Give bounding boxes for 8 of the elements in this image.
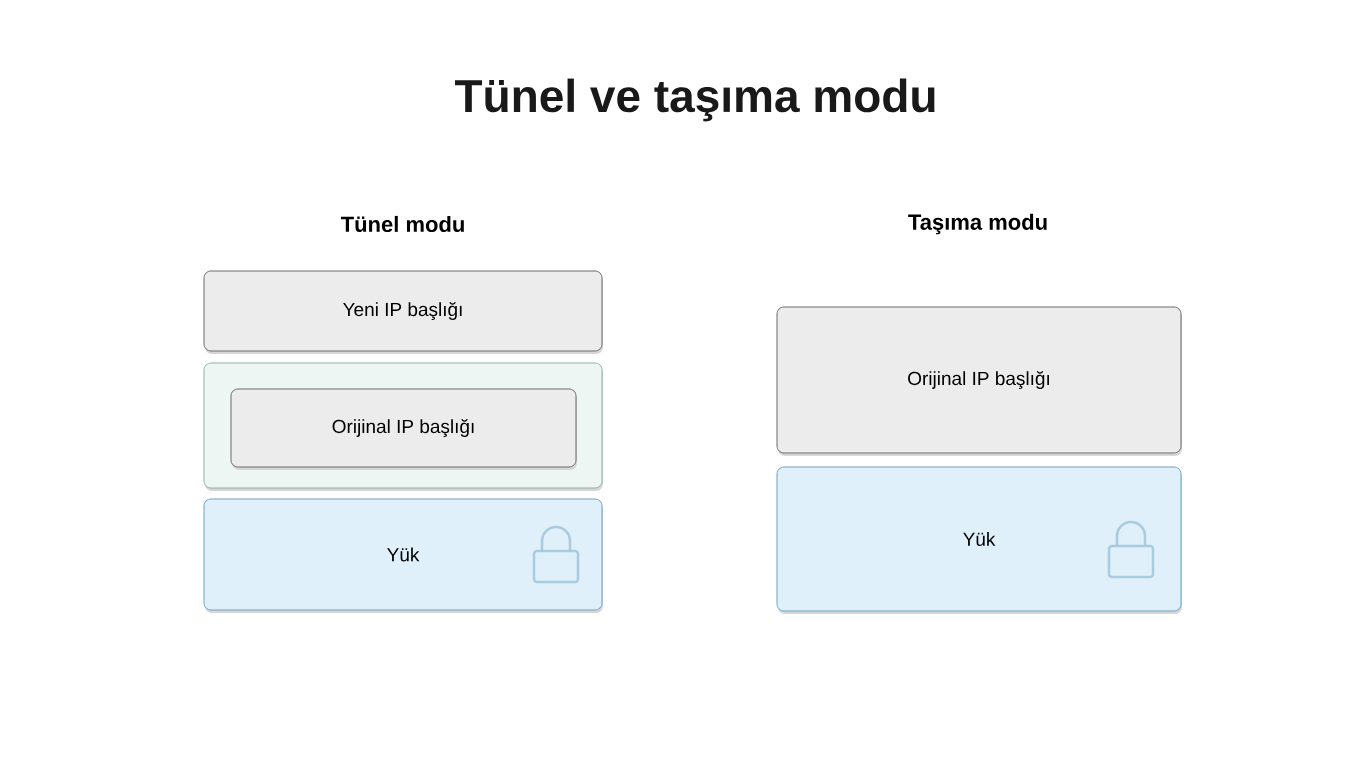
column-heading: Tünel modu xyxy=(340,215,464,233)
field-box: Orijinal IP başlığı xyxy=(776,306,1182,456)
field-box: Yeni IP başlığı xyxy=(203,270,603,354)
field-box: Orijinal IP başlığı xyxy=(230,388,577,470)
field-box: Yük xyxy=(776,466,1182,614)
title: Tünel ve taşıma modu xyxy=(454,78,935,122)
column-heading: Taşıma modu xyxy=(908,213,1047,235)
field-box: Yük xyxy=(203,498,603,613)
